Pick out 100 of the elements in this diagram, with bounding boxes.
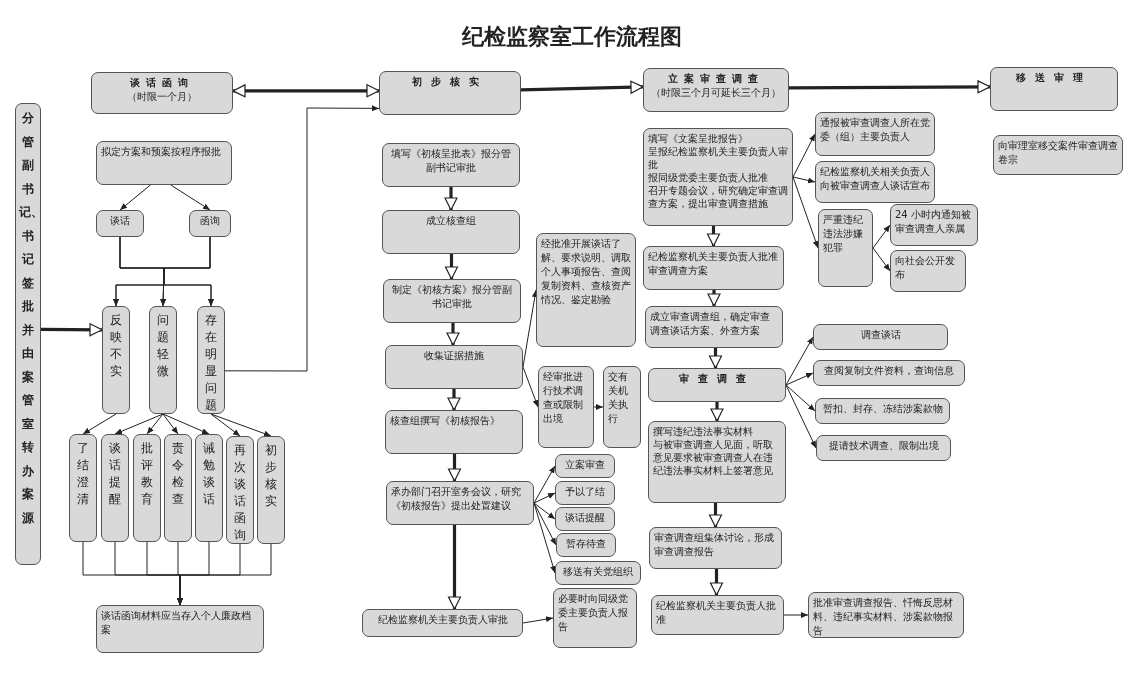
time-limit-text: （时限一个月） bbox=[126, 90, 198, 104]
arrow bbox=[533, 502, 557, 546]
block-arrow bbox=[444, 187, 458, 211]
process-box: 向社会公开发布 bbox=[890, 250, 966, 292]
process-box: 了结澄清 bbox=[69, 434, 97, 542]
process-box: 填写《初核呈批表》报分管副书记审批 bbox=[382, 143, 520, 187]
block-arrow bbox=[41, 323, 103, 337]
arrow bbox=[533, 465, 556, 504]
process-box: 必要时向同级党委主要负责人报告 bbox=[553, 588, 637, 648]
process-box: 成立核查组 bbox=[382, 210, 520, 254]
process-box: 予以了结 bbox=[555, 481, 615, 505]
block-arrow bbox=[446, 323, 460, 346]
step-text: 召开专题会议，研究确定审查调查方案，提出审查调查措施 bbox=[648, 184, 788, 210]
time-limit-text: （时限三个月可延长三个月） bbox=[650, 86, 782, 100]
diagram-title: 纪检监察室工作流程图 bbox=[460, 23, 683, 51]
process-box: 制定《初核方案》报分管副书记审批 bbox=[383, 279, 521, 323]
process-box: 分管副书记、书记签批并由案管室转办案源 bbox=[15, 103, 41, 565]
process-box: 函询 bbox=[189, 210, 231, 237]
arrow bbox=[162, 413, 210, 435]
block-arrow bbox=[706, 226, 721, 247]
stage-title: 谈话函询 bbox=[129, 76, 195, 90]
process-box: 承办部门召开室务会议，研究《初核报告》提出处置建议 bbox=[386, 481, 534, 525]
block-arrow bbox=[444, 254, 459, 280]
arrow bbox=[162, 413, 179, 435]
process-box: 谈话提醒 bbox=[555, 507, 615, 531]
arrow bbox=[593, 404, 604, 410]
stage-header-box: 审查调查 bbox=[648, 368, 786, 402]
arrow bbox=[210, 413, 272, 437]
block-arrow bbox=[708, 348, 723, 369]
step-text: 报同级党委主要负责人批准 bbox=[648, 171, 769, 184]
arrow bbox=[533, 502, 556, 520]
block-arrow bbox=[709, 569, 724, 596]
process-box: 通报被审查调查人所在党委（组）主要负责人 bbox=[815, 112, 935, 156]
process-box: 24 小时内通知被审查调查人亲属 bbox=[890, 204, 978, 246]
block-arrow bbox=[447, 389, 461, 411]
arrow bbox=[533, 502, 556, 574]
arrow bbox=[792, 176, 819, 249]
block-arrow bbox=[707, 290, 721, 307]
stage-header-box: 初步核实 bbox=[379, 71, 521, 115]
process-box: 暂存待查 bbox=[556, 533, 616, 557]
block-arrow bbox=[710, 402, 724, 422]
process-box: 再次谈话函询 bbox=[226, 436, 254, 544]
arrow bbox=[533, 492, 556, 504]
arrow bbox=[872, 224, 891, 249]
arrow bbox=[224, 105, 380, 372]
process-box: 初步核实 bbox=[257, 436, 285, 544]
process-box bbox=[648, 421, 786, 503]
arrow bbox=[785, 336, 814, 386]
process-box: 严重违纪违法涉嫌犯罪 bbox=[818, 209, 873, 287]
process-box: 审查调查组集体讨论，形成审查调查报告 bbox=[649, 527, 782, 569]
block-arrow bbox=[520, 80, 644, 94]
process-box: 向审理室移交案件审查调查卷宗 bbox=[993, 135, 1123, 175]
step-text: 与被审查调查人见面，听取意见要求被审查调查人在违纪违法事实材料上签署意见 bbox=[653, 438, 774, 477]
arrow bbox=[785, 384, 816, 412]
process-box: 纪检监察机关主要负责人批准 bbox=[651, 595, 784, 635]
step-text: 填写《文案呈批报告》 bbox=[648, 132, 749, 145]
arrow bbox=[522, 616, 554, 624]
step-text: 呈报纪检监察机关主要负责人审批 bbox=[648, 145, 788, 171]
arrow bbox=[119, 184, 151, 211]
arrow bbox=[522, 366, 539, 408]
stage-title: 立案审查调查 bbox=[667, 72, 765, 86]
process-box: 纪检监察机关主要负责人审批 bbox=[362, 609, 523, 637]
process-box: 谈话函询材料应当存入个人廉政档案 bbox=[96, 605, 264, 653]
process-box: 纪检监察机关主要负责人批准审查调查方案 bbox=[643, 246, 784, 290]
process-box: 经审批进行技术调查或限制出境 bbox=[538, 366, 594, 448]
process-box: 责令检查 bbox=[164, 434, 192, 542]
process-box: 经批准开展谈话了解、要求说明、调取个人事项报告、查阅复制资料、查核资产情况、鉴定勘验 bbox=[536, 233, 636, 347]
arrow bbox=[783, 612, 809, 618]
process-box: 拟定方案和预案按程序报批 bbox=[96, 141, 232, 185]
process-box bbox=[643, 128, 793, 226]
process-box: 收集证据措施 bbox=[385, 345, 523, 389]
stage-header-box: 移送审理 bbox=[990, 67, 1118, 111]
process-box: 暂扣、封存、冻结涉案款物 bbox=[815, 398, 950, 424]
process-box: 反映不实 bbox=[102, 306, 130, 414]
process-box: 成立审查调查组，确定审查调查谈话方案、外查方案 bbox=[645, 306, 783, 348]
process-box: 存在明显问题 bbox=[197, 306, 225, 414]
block-arrow bbox=[789, 80, 991, 94]
arrow bbox=[792, 133, 816, 178]
process-box: 立案审查 bbox=[555, 454, 615, 478]
arrow bbox=[177, 543, 272, 606]
arrow bbox=[785, 372, 814, 386]
process-box: 诫勉谈话 bbox=[195, 434, 223, 542]
arrow bbox=[785, 384, 817, 449]
process-box: 移送有关党组织 bbox=[555, 561, 641, 585]
stage-header-box bbox=[643, 68, 789, 112]
process-box: 纪检监察机关相关负责人向被审查调查人谈话宣布 bbox=[815, 161, 935, 203]
arrow bbox=[82, 413, 117, 435]
process-box: 批准审查调查报告、忏悔反思材料、违纪事实材料、涉案款物报告 bbox=[808, 592, 964, 638]
process-box: 谈话提醒 bbox=[101, 434, 129, 542]
process-box: 批评教育 bbox=[133, 434, 161, 542]
arrow bbox=[114, 413, 164, 435]
process-box: 调查谈话 bbox=[813, 324, 948, 350]
block-arrow bbox=[447, 525, 462, 610]
process-box: 提请技术调查、限制出境 bbox=[816, 435, 951, 461]
arrow bbox=[146, 413, 164, 435]
arrow bbox=[170, 184, 211, 211]
process-box: 查阅复制文件资料，查询信息 bbox=[813, 360, 965, 386]
process-box: 交有关机关执行 bbox=[603, 366, 641, 448]
process-box: 核查组撰写《初核报告》 bbox=[385, 410, 523, 454]
block-arrow bbox=[708, 503, 723, 528]
